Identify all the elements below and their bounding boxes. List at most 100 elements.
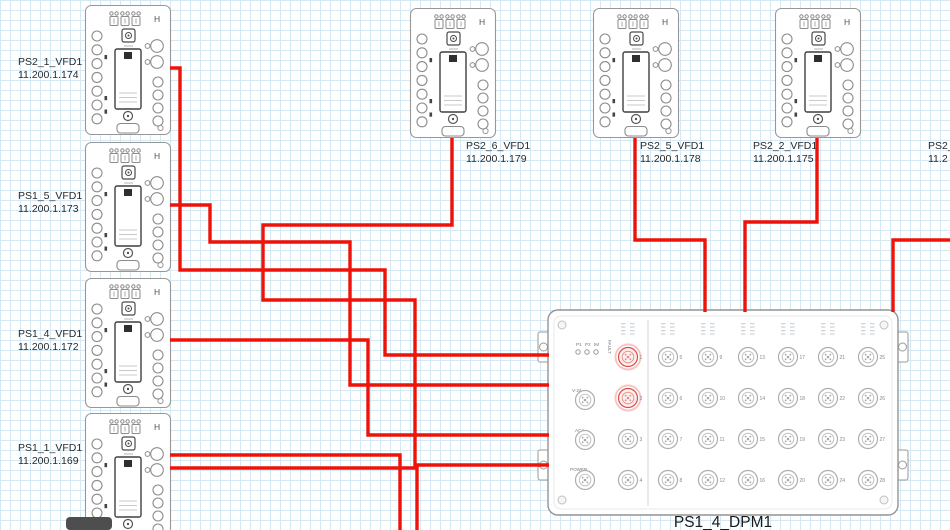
vfd-device[interactable]: H (84, 141, 172, 273)
terminal-pin (131, 148, 136, 153)
connector-pin (784, 358, 787, 361)
keyed-port (475, 58, 489, 72)
display-window (814, 55, 822, 62)
device-label[interactable]: PS2_ (928, 140, 950, 152)
fault-label: FAULT (607, 340, 612, 354)
port-number: 20 (800, 478, 806, 484)
connector-pin (629, 394, 632, 397)
port-number: 17 (800, 355, 806, 361)
network-cable[interactable] (170, 453, 402, 530)
terminal-pin (109, 11, 114, 16)
terminal-pin (120, 419, 125, 424)
pin-legend-mark (701, 333, 706, 335)
vfd-device[interactable]: H (774, 7, 862, 139)
device-label[interactable]: PS2_2_VFD1 (753, 140, 817, 152)
device-ip[interactable]: 11.200.1.169 (18, 455, 79, 467)
terminal-pin (799, 14, 804, 19)
vfd-device[interactable]: H (409, 7, 497, 139)
pin-legend-mark (701, 326, 706, 328)
keyed-port (150, 312, 164, 326)
device-label[interactable]: PS2_6_VFD1 (466, 140, 530, 152)
device-label[interactable]: PS2_1_VFD1 (18, 56, 82, 68)
status-icon-dot (817, 37, 820, 40)
pin-legend-mark (741, 323, 746, 325)
io-port (416, 116, 428, 128)
connector-pin (864, 435, 867, 438)
dial-dot (126, 522, 130, 526)
vfd-device[interactable]: H (592, 7, 680, 139)
io-port (842, 105, 854, 117)
pin-legend-mark (630, 330, 635, 332)
connector-pin (824, 476, 827, 479)
connector-center-pin (826, 396, 830, 400)
vfd-device[interactable]: H (84, 277, 172, 409)
network-cable[interactable] (743, 138, 819, 312)
display-window (124, 460, 132, 467)
device-ip[interactable]: 11.200.1.179 (466, 153, 527, 165)
status-icon-ring (815, 35, 822, 42)
connector-pin (869, 476, 872, 479)
network-cable[interactable] (170, 466, 419, 530)
network-cable[interactable] (170, 66, 549, 357)
vfd-device[interactable]: H (84, 412, 172, 530)
terminal-pin (461, 14, 466, 19)
pin-legend-mark (861, 326, 866, 328)
status-icon-ring (125, 32, 132, 39)
vfd-device[interactable]: H (84, 4, 172, 136)
connector-center-pin (706, 396, 710, 400)
network-cable[interactable] (891, 238, 950, 312)
device-label[interactable]: PS1_1_VFD1 (18, 442, 82, 454)
io-port (91, 222, 103, 234)
display-plate (439, 51, 467, 113)
connector-ring (621, 432, 635, 446)
network-cable[interactable] (170, 338, 549, 437)
port-number: 22 (840, 396, 846, 402)
marker (794, 112, 798, 117)
network-cable[interactable] (633, 138, 707, 312)
terminal-pin (639, 14, 644, 19)
io-port (781, 102, 793, 114)
pin-legend-mark (661, 326, 666, 328)
connector-pin (704, 358, 707, 361)
device-ip[interactable]: 11.200.1.175 (753, 153, 814, 165)
h-marking: H (154, 287, 160, 297)
connector-pin (869, 440, 872, 443)
device-ip[interactable]: 11.200.1.173 (18, 203, 79, 215)
io-port (781, 74, 793, 86)
pin-legend-mark (710, 330, 715, 332)
pin-legend-mark (781, 330, 786, 332)
status-icon-dot (635, 37, 638, 40)
network-cable[interactable] (170, 203, 549, 387)
device-label[interactable]: PS1_5_VFD1 (18, 190, 82, 202)
device-ip[interactable]: 11.200.1.172 (18, 341, 79, 353)
pin-legend-mark (670, 323, 675, 325)
connector-ring (661, 473, 675, 487)
device-ip[interactable]: 11.200.1.178 (640, 153, 701, 165)
io-port (91, 493, 103, 505)
device-ip[interactable]: 11.2 (928, 153, 948, 165)
marker (104, 328, 108, 333)
port-number: 1 (640, 355, 643, 361)
port-number: 26 (880, 396, 886, 402)
connector-center-pin (706, 437, 710, 441)
connector-pin (744, 394, 747, 397)
terminal-pin (109, 419, 114, 424)
device-ip[interactable]: 11.200.1.174 (18, 69, 79, 81)
port-number: 6 (680, 396, 683, 402)
device-label[interactable]: PS2_5_VFD1 (640, 140, 704, 152)
marker (429, 58, 433, 63)
led-label: P1 (576, 342, 582, 347)
panel-label: ACA (575, 428, 585, 433)
small-hole (665, 127, 672, 135)
io-port (152, 76, 164, 88)
io-port (91, 236, 103, 248)
io-port (91, 181, 103, 193)
pin-legend-mark (741, 330, 746, 332)
marker (612, 112, 616, 117)
io-port (781, 61, 793, 73)
network-cable[interactable] (261, 138, 549, 467)
dpm-title[interactable]: PS1_4_DPM1 (674, 514, 772, 530)
device-label[interactable]: PS1_4_VFD1 (18, 328, 82, 340)
connector-pin (709, 435, 712, 438)
